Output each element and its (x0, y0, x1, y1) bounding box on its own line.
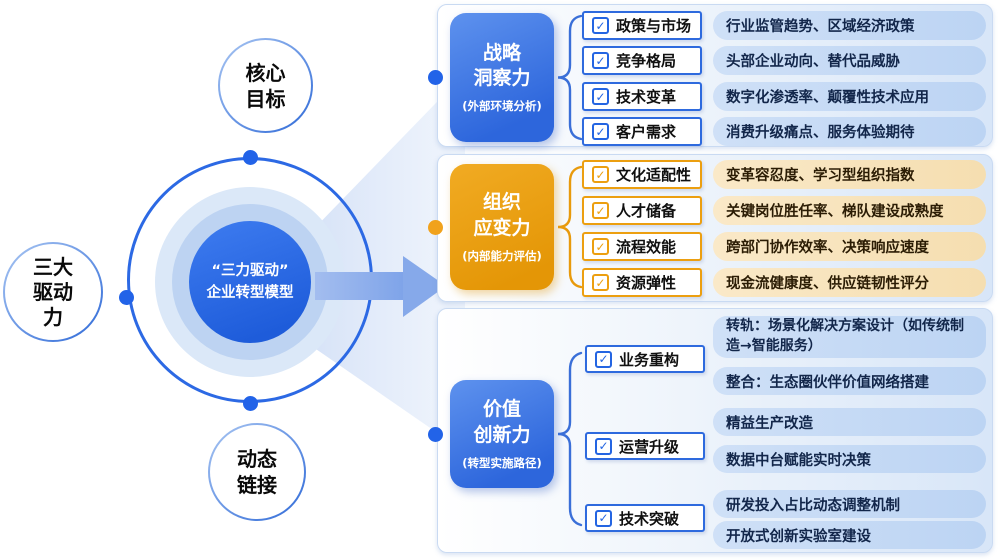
checkbox-icon: ✓ (592, 88, 609, 105)
item-operations-upgrade: ✓ 运营升级 (585, 432, 705, 460)
desc-tech-breakthrough-2: 开放式创新实验室建设 (713, 521, 986, 549)
core-model-circle: “三力驱动” 企业转型模型 (189, 221, 311, 343)
checkbox-icon: ✓ (595, 509, 612, 527)
section2-title-line2: 应变力 (473, 216, 531, 239)
item-competition-label: 竞争格局 (616, 52, 677, 70)
bubble-dynamic-link-line2: 链接 (237, 473, 277, 497)
item-culture-fit: ✓ 文化适配性 (582, 160, 702, 189)
item-talent-pool: ✓ 人才储备 (582, 196, 702, 225)
orbit-dot-bottom (243, 396, 258, 411)
desc-business-restructure-2: 整合：生态圈伙伴价值网络搭建 (713, 367, 986, 395)
section3-subtitle: (转型实施路径) (462, 455, 542, 470)
desc-policy-market: 行业监管趋势、区域经济政策 (713, 11, 986, 40)
item-business-restructure-label: 业务重构 (619, 350, 680, 369)
orbit-dot-top (243, 150, 258, 165)
item-tech-change: ✓ 技术变革 (582, 82, 702, 111)
bubble-three-drivers-line1: 三大 (33, 254, 73, 279)
checkbox-icon: ✓ (592, 17, 609, 34)
section2-header: 组织 应变力 (内部能力评估) (450, 164, 554, 290)
item-process-efficiency-label: 流程效能 (616, 238, 677, 256)
bubble-three-drivers-line2: 驱动 (33, 279, 73, 304)
desc-operations-upgrade-2: 数据中台赋能实时决策 (713, 445, 986, 473)
bubble-core-goal: 核心 目标 (218, 38, 313, 133)
section2-bullet-dot (428, 220, 443, 235)
desc-tech-change: 数字化渗透率、颠覆性技术应用 (713, 82, 986, 111)
item-resource-elasticity-label: 资源弹性 (616, 274, 677, 292)
checkbox-icon: ✓ (592, 202, 609, 219)
section3-title-line1: 价值 (482, 398, 521, 421)
desc-process-efficiency: 跨部门协作效率、决策响应速度 (713, 232, 986, 261)
checkbox-icon: ✓ (592, 166, 609, 183)
section3-brace (557, 351, 583, 527)
section3-header: 价值 创新力 (转型实施路径) (450, 380, 554, 488)
item-resource-elasticity: ✓ 资源弹性 (582, 268, 702, 297)
section2-subtitle: (内部能力评估) (462, 248, 542, 263)
item-tech-breakthrough-label: 技术突破 (619, 509, 680, 528)
item-talent-pool-label: 人才储备 (616, 202, 677, 220)
section1-subtitle: (外部环境分析) (462, 99, 542, 114)
core-model-line1: “三力驱动” (211, 262, 289, 279)
section1-title-line1: 战略 (482, 41, 521, 64)
checkbox-icon: ✓ (592, 238, 609, 255)
desc-business-restructure-1: 转轨：场景化解决方案设计（如传统制造→智能服务） (713, 316, 986, 358)
bubble-three-drivers-line3: 力 (43, 304, 63, 329)
item-competition: ✓ 竞争格局 (582, 46, 702, 75)
bubble-core-goal-line1: 核心 (245, 60, 286, 85)
bubble-dynamic-link: 动态 链接 (208, 423, 306, 521)
item-tech-change-label: 技术变革 (616, 88, 677, 106)
item-business-restructure: ✓ 业务重构 (585, 345, 705, 373)
section3-bullet-dot (428, 427, 443, 442)
item-customer-demand-label: 客户需求 (616, 123, 677, 141)
orbit-dot-left (119, 290, 134, 305)
checkbox-icon: ✓ (592, 52, 609, 69)
item-policy-market: ✓ 政策与市场 (582, 11, 702, 40)
section1-title-line2: 洞察力 (473, 67, 531, 89)
desc-competition: 头部企业动向、替代品威胁 (713, 46, 986, 75)
checkbox-icon: ✓ (592, 274, 609, 291)
checkbox-icon: ✓ (595, 437, 612, 455)
desc-operations-upgrade-1: 精益生产改造 (713, 408, 986, 436)
checkbox-icon: ✓ (592, 123, 609, 140)
section1-bullet-dot (428, 70, 443, 85)
bubble-dynamic-link-line1: 动态 (237, 447, 277, 471)
item-tech-breakthrough: ✓ 技术突破 (585, 504, 705, 532)
desc-resource-elasticity: 现金流健康度、供应链韧性评分 (713, 268, 986, 297)
bubble-three-drivers: 三大 驱动 力 (3, 242, 103, 342)
section2-brace (557, 165, 583, 289)
desc-culture-fit: 变革容忍度、学习型组织指数 (713, 160, 986, 189)
item-process-efficiency: ✓ 流程效能 (582, 232, 702, 261)
section1-header: 战略 洞察力 (外部环境分析) (450, 13, 554, 142)
section2-title-line1: 组织 (482, 191, 521, 214)
section3-title-line2: 创新力 (473, 423, 531, 446)
checkbox-icon: ✓ (595, 350, 612, 368)
core-model-line2: 企业转型模型 (206, 285, 294, 301)
desc-customer-demand: 消费升级痛点、服务体验期待 (713, 117, 986, 146)
item-operations-upgrade-label: 运营升级 (619, 437, 680, 456)
desc-talent-pool: 关键岗位胜任率、梯队建设成熟度 (713, 196, 986, 225)
section1-brace (557, 14, 583, 141)
item-customer-demand: ✓ 客户需求 (582, 117, 702, 146)
item-culture-fit-label: 文化适配性 (616, 166, 692, 184)
bubble-core-goal-line2: 目标 (245, 86, 286, 111)
desc-tech-breakthrough-1: 研发投入占比动态调整机制 (713, 490, 986, 518)
item-policy-market-label: 政策与市场 (616, 17, 692, 35)
